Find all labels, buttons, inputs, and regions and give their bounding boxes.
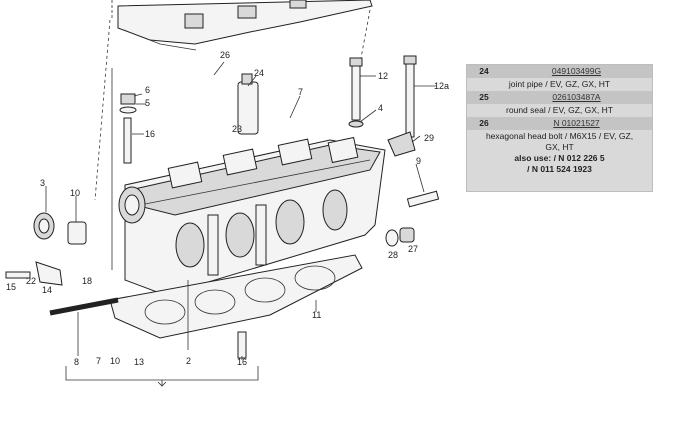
callout-14: 14 — [42, 285, 52, 295]
part-description: joint pipe / EV, GZ, GX, HT — [508, 79, 611, 89]
callout-15: 15 — [6, 282, 16, 292]
callout-13: 13 — [134, 357, 144, 367]
part-number-link[interactable]: 026103487A — [501, 91, 652, 104]
callout-7-lower: 7 — [96, 356, 101, 366]
part-desc-row: hexagonal head bolt / M6X15 / EV, GZ, GX… — [467, 130, 652, 176]
part-description: hexagonal head bolt / M6X15 / EV, GZ, — [485, 131, 634, 141]
part-number-link[interactable]: 049103499G — [501, 65, 652, 78]
cylinder-head — [118, 136, 386, 296]
part-row[interactable]: 26 N 01021527 — [467, 117, 652, 130]
part-number-link[interactable]: N 01021527 — [501, 117, 652, 130]
callout-10-upper: 10 — [70, 188, 80, 198]
part-position: 24 — [467, 65, 501, 78]
parts-info-panel: 24 049103499G joint pipe / EV, GZ, GX, H… — [466, 64, 653, 192]
callout-6: 6 — [145, 85, 150, 95]
callout-16: 16 — [145, 129, 155, 139]
fittings — [237, 131, 440, 359]
callout-18: 18 — [82, 276, 92, 286]
valve-cover-fragment — [111, 0, 373, 51]
part-row[interactable]: 25 026103487A — [467, 91, 652, 104]
callout-26: 26 — [220, 50, 230, 60]
callout-28: 28 — [388, 250, 398, 260]
stud-bolt — [49, 297, 119, 316]
part-row[interactable]: 24 049103499G — [467, 65, 652, 78]
part-description: round seal / EV, GZ, GX, HT — [506, 105, 613, 115]
callout-3: 3 — [40, 178, 45, 188]
callout-4: 4 — [378, 103, 383, 113]
cylinder-head-gasket — [109, 254, 363, 339]
part-alt-number: also use: / N 012 226 5 — [514, 153, 605, 163]
callout-16-lower: 16 — [237, 357, 247, 367]
parts-table: 24 049103499G joint pipe / EV, GZ, GX, H… — [467, 65, 652, 176]
callout-2: 2 — [186, 356, 191, 366]
callout-5: 5 — [145, 98, 150, 108]
callout-27: 27 — [408, 244, 418, 254]
part-alt-number: / N 011 524 1923 — [527, 164, 592, 174]
callout-12: 12 — [378, 71, 388, 81]
part-position: 26 — [467, 117, 501, 130]
callout-11: 11 — [312, 310, 321, 320]
head-bolts — [348, 55, 417, 138]
callout-7: 7 — [298, 87, 303, 97]
part-description: GX, HT — [545, 142, 574, 152]
callout-9: 9 — [416, 156, 421, 166]
callout-10-lower: 10 — [110, 356, 120, 366]
oil-seal — [33, 212, 87, 245]
callout-12a: 12a — [434, 81, 449, 91]
callout-8: 8 — [74, 357, 79, 367]
bracket-bolt — [5, 261, 63, 286]
callout-22: 22 — [26, 276, 36, 286]
joint-pipe — [237, 73, 259, 135]
callout-29: 29 — [424, 133, 434, 143]
part-desc-row: round seal / EV, GZ, GX, HT — [467, 104, 652, 117]
part-desc-row: joint pipe / EV, GZ, GX, HT — [467, 78, 652, 91]
callout-23: 23 — [232, 124, 242, 134]
callout-24: 24 — [254, 68, 264, 78]
valve-parts — [119, 93, 137, 164]
part-position: 25 — [467, 91, 501, 104]
